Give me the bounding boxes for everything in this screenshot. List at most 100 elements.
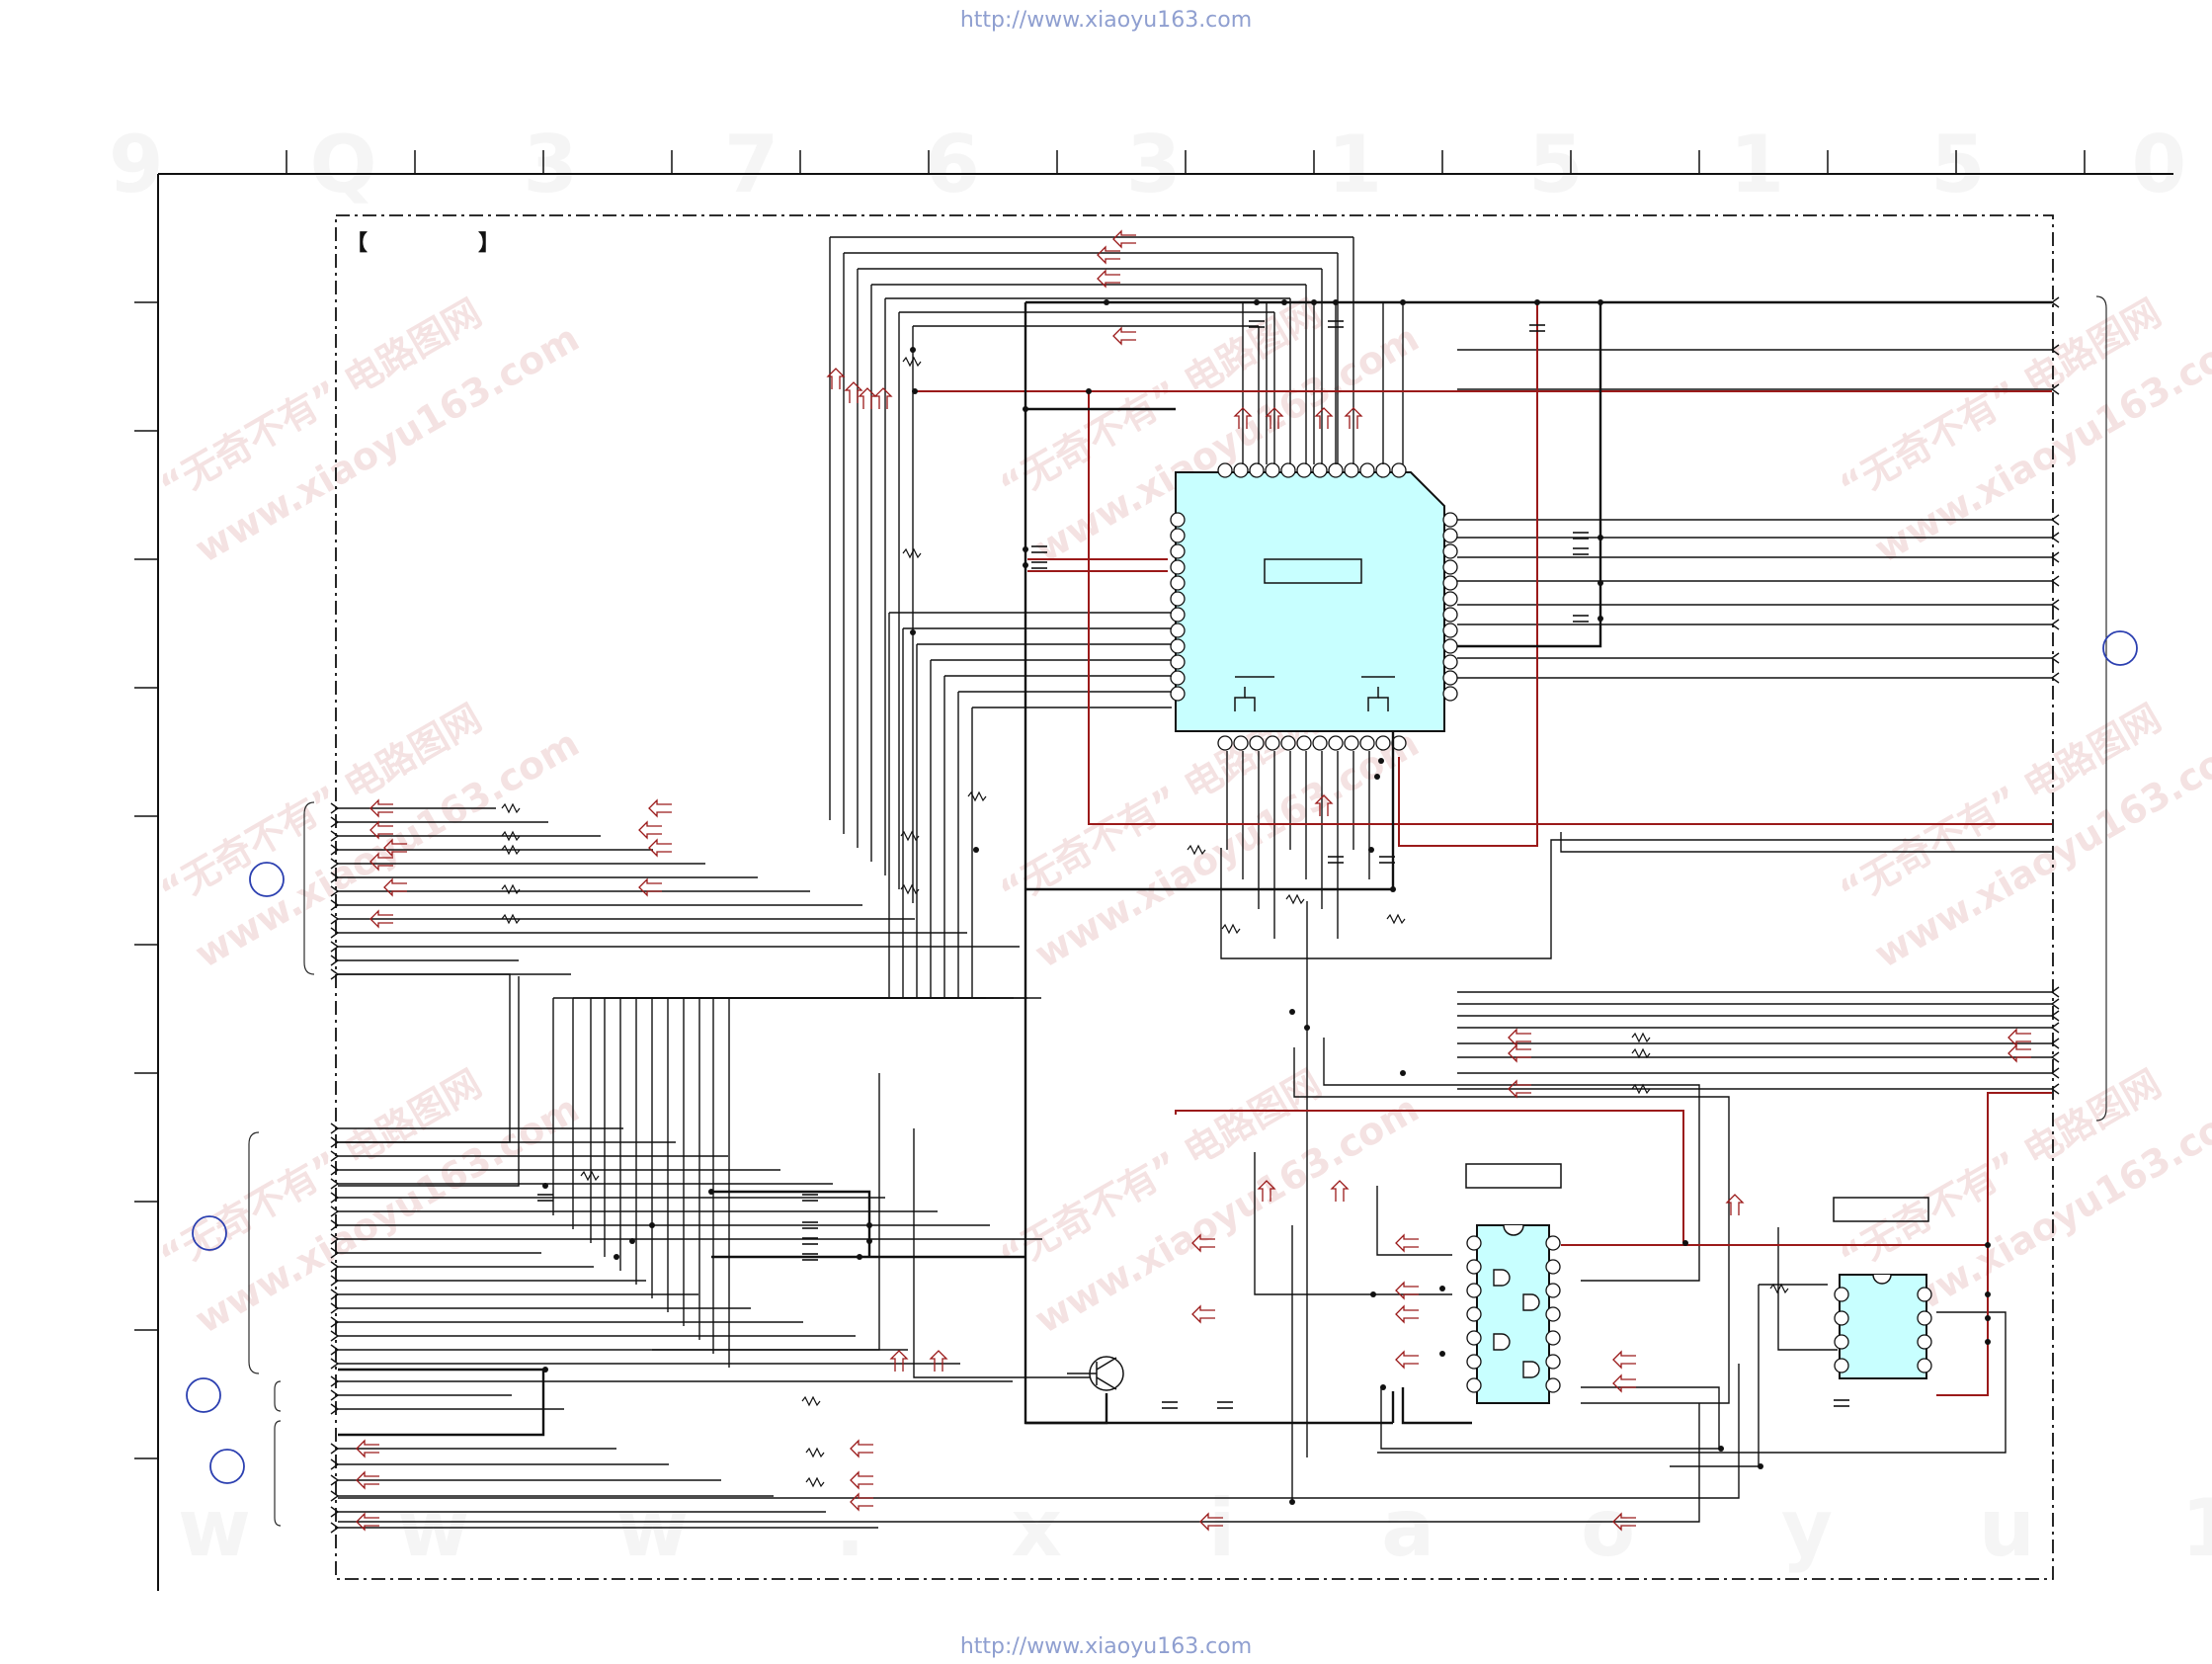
power-wire [1398,302,1538,847]
junction-dot [1304,1025,1310,1031]
signal-arrow [1612,1512,1636,1532]
resistor [1285,893,1305,905]
signal-wire [1560,832,2052,853]
resistor [1386,913,1406,925]
signal-arrow [356,1439,379,1458]
connector-pin [2050,652,2060,664]
junction-dot [910,629,916,635]
junction-dot [866,1238,872,1244]
junction-dot [1380,1384,1386,1390]
ic-pin [1442,591,1458,607]
junction-dot [1985,1339,1991,1345]
signal-arrow [1257,1180,1276,1202]
signal-arrow [850,1470,873,1490]
signal-wire [652,1073,880,1351]
ic-pin [1265,735,1280,751]
connector-pin [330,830,340,842]
power-wire [1561,1092,2052,1246]
junction-dot [866,1222,872,1228]
signal-arrow [1395,1350,1419,1370]
connector-pin [330,1192,340,1204]
connector-pin [330,885,340,897]
signal-wire [338,1364,1740,1499]
connector-pin [330,858,340,870]
junction-dot [1758,1463,1763,1469]
ic-pin [1217,462,1233,478]
resistor [902,356,922,368]
signal-arrow [1508,1028,1531,1047]
signal-arrow [369,909,393,929]
ic-pin [1442,638,1458,654]
main-ic-pins [1170,462,1458,751]
connector-pin [330,1375,340,1387]
ic-pin [1466,1283,1482,1298]
signal-arrow [1233,407,1253,429]
connector-pin [2050,1083,2060,1095]
main-ic-internal-logic [1234,676,1395,711]
capacitors [537,320,1849,1409]
resistor [501,844,521,856]
ic-pin [1170,528,1186,543]
signal-arrow [850,1492,873,1512]
junction-dot [1023,406,1028,412]
connector-pin [330,1443,340,1455]
ic-pin [1233,735,1249,751]
signal-arrow [369,820,393,840]
signal-wire [338,976,520,1187]
junction-dot [1598,580,1603,586]
ic-pin [1280,735,1296,751]
resistor [501,883,521,895]
ic-pin [1249,735,1265,751]
signal-arrow [2007,1028,2031,1047]
ground-wire [1401,1387,1472,1425]
signal-wire [1220,839,2052,959]
signal-arrow [1395,1281,1419,1300]
junction-dot [1439,1351,1445,1357]
connector-pin [2050,619,2060,630]
ic-pin [1917,1334,1932,1350]
ic-pin [1170,654,1186,670]
power-wire [1175,1110,1684,1243]
ic-pin [1917,1310,1932,1326]
resistor [805,1447,825,1458]
connector-pin [330,1403,340,1415]
signal-wire [338,1403,1700,1523]
resistor [501,802,521,814]
connector-pin [2050,575,2060,587]
connector-brackets [248,295,2107,1527]
ic-pin [1170,670,1186,686]
main-ic-label-box [1264,558,1362,584]
logic-ic-body [1476,1224,1550,1404]
ic-pin [1170,623,1186,638]
left-connector-bracket-c [274,1380,282,1412]
junction-dot [649,1222,655,1228]
connector-pin [330,872,340,883]
ic-pin [1296,462,1312,478]
connector-pin [330,1490,340,1502]
connector-pin [2050,1010,2060,1022]
logic-ic-pins [1466,1235,1561,1393]
resistor [1221,923,1241,935]
junction-dot [1985,1315,1991,1321]
junction-dot [1598,535,1603,541]
resistors [501,356,1789,1488]
junction-dot [1023,546,1028,552]
logic-ic-label-box [1465,1163,1562,1189]
ic-pin [1442,607,1458,623]
small-ic-label-box [1833,1197,1929,1222]
connector-pin [330,1123,340,1134]
signal-wire [1670,1285,1760,1467]
connector-pin [330,913,340,925]
signal-arrow [1112,229,1136,249]
junction-dot [1370,1291,1376,1297]
ic-pin [1834,1358,1849,1373]
ic-pin [1545,1306,1561,1322]
signal-arrow [1612,1373,1636,1393]
connector-pin [2050,986,2060,998]
junction-dot [1254,299,1260,305]
ground-wire [1024,302,1108,1425]
connector-pin [330,1289,340,1300]
logic-ic-gates [1493,1269,1540,1378]
junction-dot [1086,388,1092,394]
